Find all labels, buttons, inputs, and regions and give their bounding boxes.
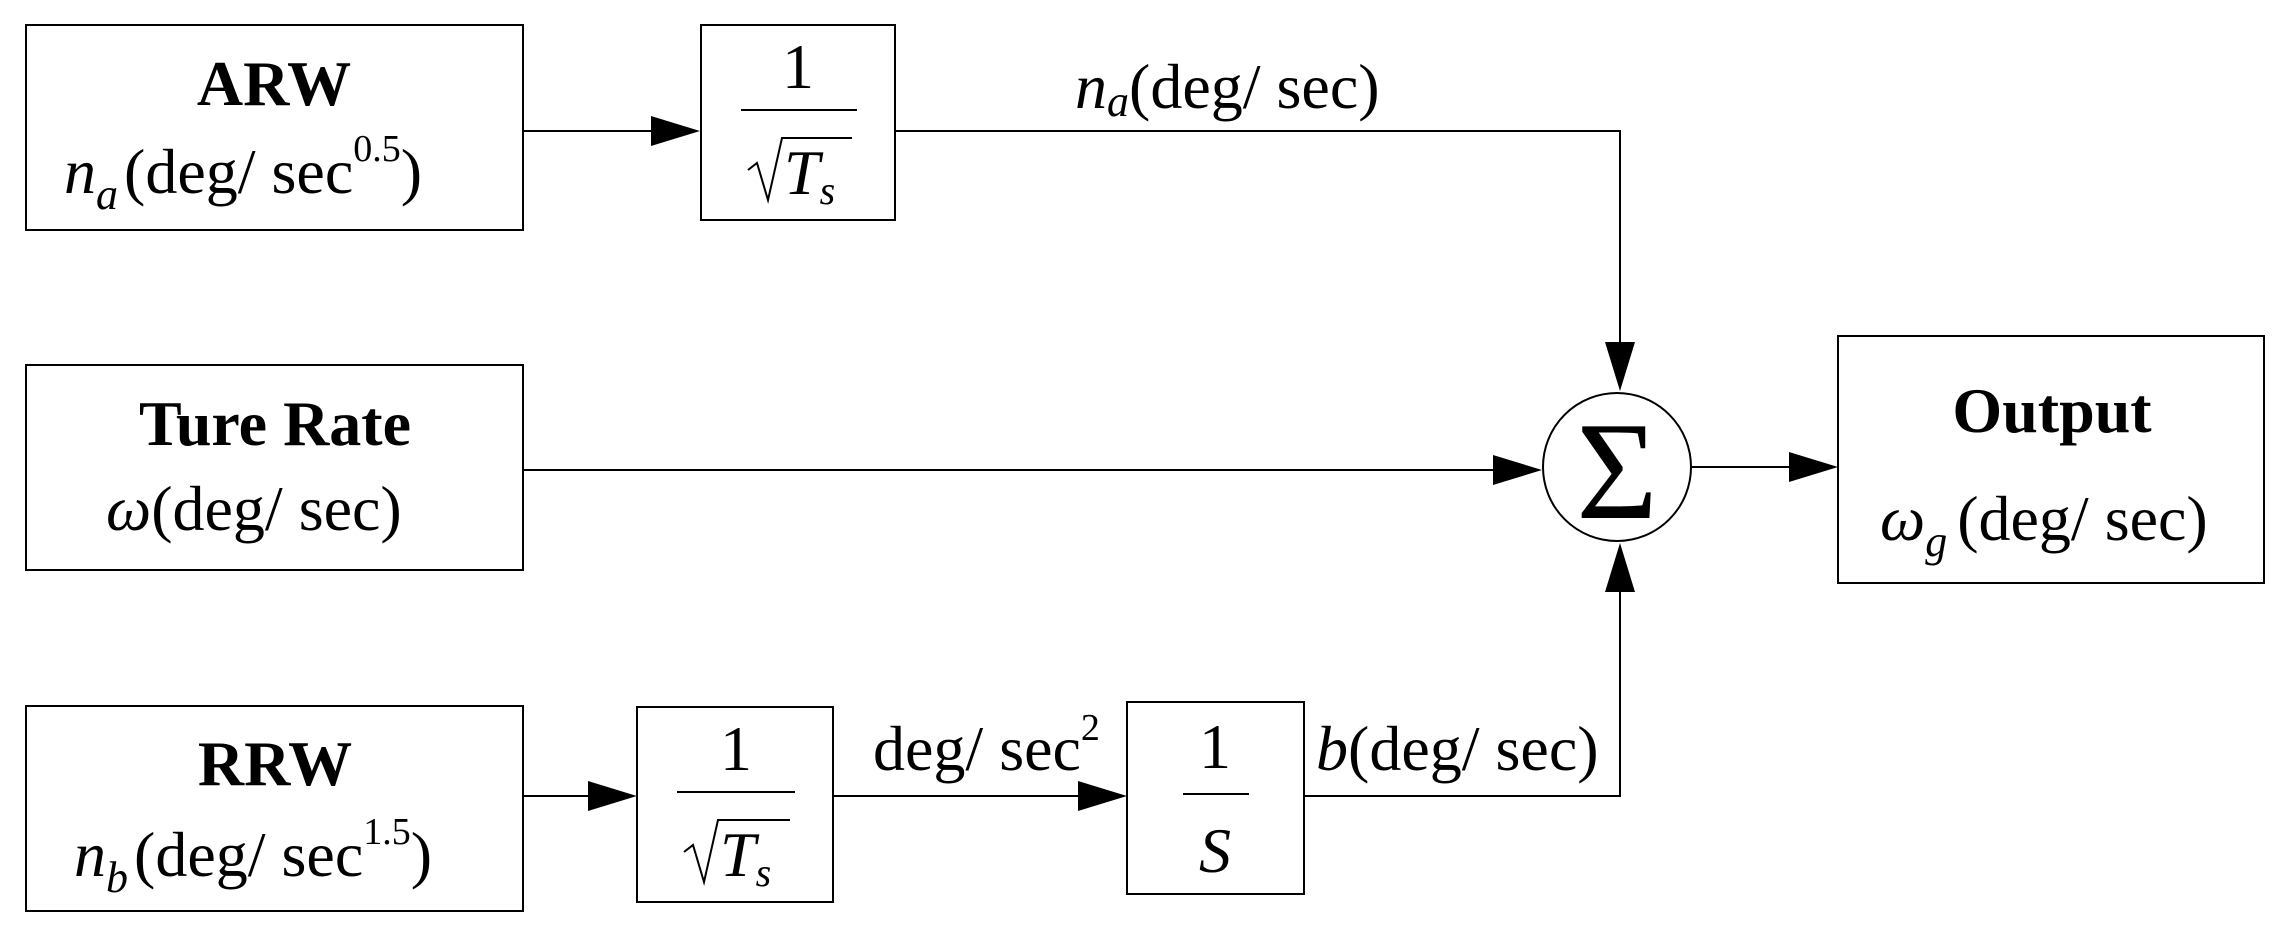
output-title: Output [1952,375,2152,446]
gain-top-numerator: 1 [782,31,814,102]
rrw-block: RRW nb(deg/ sec1.5) [25,705,524,912]
gain-bottom-block: 1 Ts [636,706,834,903]
integrator-numerator: 1 [1199,711,1231,782]
gain-top-denominator: Ts [784,137,835,213]
arw-block: ARW na(deg/ sec0.5) [25,24,524,231]
signal-label-b: b(deg/ sec) [1316,713,1599,784]
arrow-head-summer-top [1605,342,1635,391]
wires [523,116,1838,811]
integrator-block: 1 S [1126,701,1305,895]
arrow-head-output [1789,452,1838,482]
arw-unit: na(deg/ sec0.5) [64,128,422,219]
output-block: Output ωg(deg/ sec) [1837,335,2265,584]
gain-bottom-denominator: Ts [720,819,771,895]
arrow-head-arw [651,116,700,146]
gain-bottom-numerator: 1 [720,713,752,784]
gain-bottom-sqrt-icon [683,819,790,886]
arrow-head-summer-bottom [1605,543,1635,592]
gain-top-block: 1 Ts [700,24,896,221]
wire-integrator-to-summer [1304,586,1621,797]
ture-rate-unit: ω(deg/ sec) [106,473,402,544]
ture-rate-block: Ture Rate ω(deg/ sec) [25,364,524,571]
summing-junction: Σ [1542,392,1692,549]
arrow-head-rrw [588,781,637,811]
arrow-head-summer-left [1493,455,1542,485]
integrator-denominator: S [1199,815,1231,886]
arw-title: ARW [197,48,351,119]
output-unit: ωg(deg/ sec) [1880,483,2208,566]
ture-rate-title: Ture Rate [139,388,411,459]
rrw-unit: nb(deg/ sec1.5) [74,811,432,902]
signal-label-mid: deg/ sec2 [873,707,1100,784]
gain-top-sqrt-icon [747,137,852,204]
signal-label-na: na(deg/ sec) [1075,51,1380,126]
rrw-title: RRW [198,728,352,799]
sigma-icon: Σ [1576,394,1657,549]
arrow-head-integrator [1078,781,1127,811]
wire-gain-top-to-summer [895,130,1621,350]
